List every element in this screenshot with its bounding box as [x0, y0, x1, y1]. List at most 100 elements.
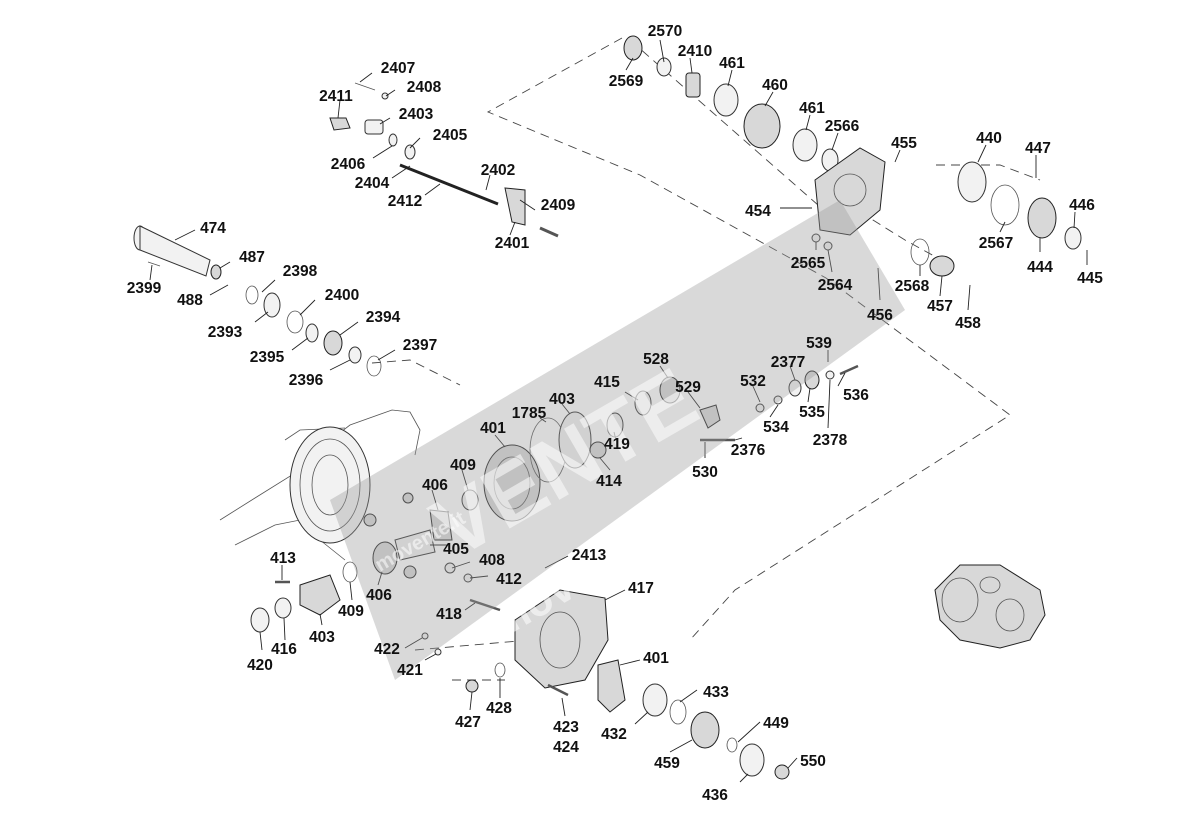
part-number-label: 2393 — [208, 324, 243, 341]
ring-gear-401 — [483, 444, 541, 522]
pinion-parts — [465, 659, 790, 780]
part-number-label: 427 — [455, 714, 481, 731]
part-number-label: 2570 — [648, 23, 682, 40]
plate-446 — [1064, 226, 1082, 250]
part-number-label: 487 — [239, 249, 265, 266]
part-number-label: 2406 — [331, 156, 366, 173]
part-number-label: 403 — [309, 629, 335, 646]
part-number-label: 2396 — [289, 372, 324, 389]
part-number-label: 458 — [955, 315, 981, 332]
spider-405 — [394, 529, 436, 561]
part-number-label: 2377 — [771, 354, 805, 371]
part-number-label: 447 — [1025, 140, 1051, 157]
bearing-414 — [589, 441, 607, 459]
part-number-label: 488 — [177, 292, 203, 309]
part-number-label: 2569 — [609, 73, 644, 90]
part-number-label: 2404 — [355, 175, 390, 192]
carrier-housing — [421, 589, 609, 689]
case-403 — [558, 411, 592, 469]
part-number-label: 535 — [799, 404, 825, 421]
part-number-label: 424 — [553, 739, 579, 756]
shaft-474 — [139, 225, 211, 277]
part-number-label: 461 — [799, 100, 825, 117]
cover-457 — [929, 255, 955, 277]
differential-parts — [250, 364, 859, 633]
part-number-label: 412 — [496, 571, 522, 588]
part-number-label: 2395 — [250, 349, 285, 366]
part-number-label: 2403 — [399, 106, 434, 123]
side-gear-406 — [429, 509, 453, 541]
part-number-label: 428 — [486, 700, 512, 717]
part-number-label: 454 — [745, 203, 771, 220]
part-number-label: 2398 — [283, 263, 318, 280]
part-number-label: 2376 — [731, 442, 766, 459]
side-gear-406b — [372, 541, 398, 575]
bearing-432 — [642, 683, 668, 717]
part-number-label: 2409 — [541, 197, 576, 214]
housing-flange-ring — [289, 426, 371, 544]
part-number-label: 405 — [443, 541, 469, 558]
part-number-label: 2412 — [388, 193, 422, 210]
switch-2411 — [329, 117, 351, 131]
fork-2401 — [504, 187, 526, 226]
part-number-label: 460 — [762, 77, 788, 94]
part-number-label: 2401 — [495, 235, 530, 252]
part-number-label: 2402 — [481, 162, 515, 179]
part-number-label: 2568 — [895, 278, 930, 295]
housing-2403 — [364, 119, 384, 135]
washer-2569 — [623, 35, 643, 61]
part-number-label: 409 — [450, 457, 476, 474]
bearing-416 — [274, 597, 292, 619]
upper-gear-parts — [623, 35, 1082, 277]
flange-444 — [1027, 197, 1057, 239]
part-number-label: 2411 — [319, 88, 353, 105]
part-number-label: 420 — [247, 657, 273, 674]
part-number-label: 2564 — [818, 277, 853, 294]
part-number-label: 528 — [643, 351, 669, 368]
part-number-label: 413 — [270, 550, 296, 567]
part-number-label: 446 — [1069, 197, 1095, 214]
housing-417 — [514, 589, 609, 689]
case-403b — [299, 574, 341, 616]
part-number-label: 421 — [397, 662, 423, 679]
part-number-label: 474 — [200, 220, 226, 237]
watermark-band — [330, 200, 905, 680]
part-number-label: 2565 — [791, 255, 826, 272]
part-number-label: 414 — [596, 473, 622, 490]
part-number-label: 461 — [719, 55, 745, 72]
part-number-label: 539 — [806, 335, 832, 352]
part-number-label: 455 — [891, 135, 917, 152]
ring-420 — [250, 607, 270, 633]
part-number-label: 417 — [628, 580, 654, 597]
part-number-label: 408 — [479, 552, 505, 569]
gasket-2567 — [990, 184, 1020, 226]
part-number-label: 2410 — [678, 43, 712, 60]
part-number-label: 423 — [553, 719, 579, 736]
part-number-label: 2378 — [813, 432, 848, 449]
part-number-label: 401 — [480, 420, 506, 437]
part-number-label: 418 — [436, 606, 462, 623]
part-number-label: 406 — [422, 477, 448, 494]
ring-415 — [634, 390, 652, 416]
assembled-view — [934, 564, 1046, 649]
part-number-label: 406 — [366, 587, 392, 604]
part-number-label: 401 — [643, 650, 669, 667]
part-number-label: 2400 — [325, 287, 359, 304]
assembly-guide-lines — [371, 37, 1041, 681]
part-number-label: 457 — [927, 298, 953, 315]
shift-fork-parts — [329, 82, 559, 238]
gear-459 — [690, 711, 720, 749]
part-number-label: 419 — [604, 436, 630, 453]
bearing-436 — [739, 743, 765, 777]
part-number-label: 2405 — [433, 127, 468, 144]
part-number-label: 532 — [740, 373, 766, 390]
housing-454 — [814, 147, 886, 236]
shaft-parts — [133, 225, 382, 377]
part-number-label: 2566 — [825, 118, 860, 135]
fork-529 — [699, 404, 721, 429]
pinion-401 — [597, 659, 626, 713]
watermark: VENTE movente.it movente.it — [330, 200, 905, 680]
part-number-label: 2397 — [403, 337, 437, 354]
